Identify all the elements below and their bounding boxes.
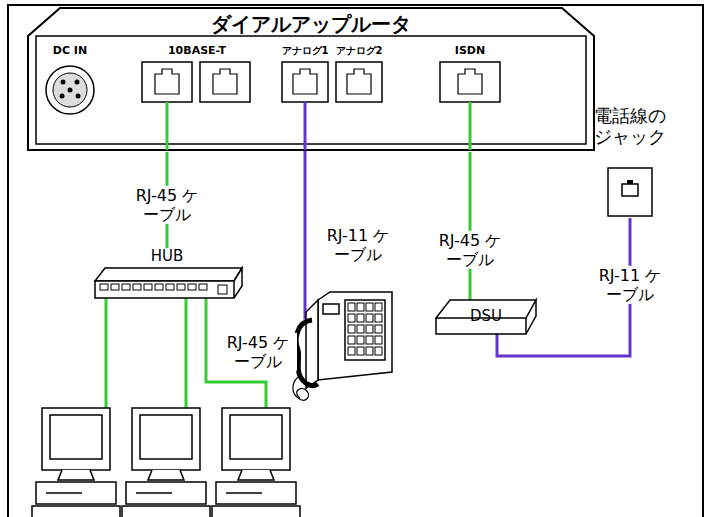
node-label: DSU [470,308,502,325]
frame [8,5,703,517]
port-label: 10BASE-T [147,44,247,57]
phone-wire [305,150,318,318]
node-label: HUB [151,248,184,265]
port-label: DC IN [30,44,110,57]
wall-jack: 電話線の ジャック [586,106,674,218]
hub-box: HUB [88,248,246,300]
cable [469,152,472,300]
router-box: ダイアルアップルータ [28,8,594,152]
port-label: アナログ2 [331,45,387,57]
cable-label: RJ-45 ケーブル [431,231,509,269]
telephone [293,292,392,400]
node-label: 電話線の ジャック [590,106,670,147]
port-label: ISDN [440,44,500,57]
computers [32,408,300,517]
node-label: ダイアルアップルータ [211,13,411,36]
cable-label: RJ-45 ケーブル [219,333,297,371]
cable-label: RJ-11 ケーブル [319,226,397,264]
cable-label: RJ-11 ケーブル [591,266,669,304]
dsu-box: DSU [436,300,536,334]
cable-label: RJ-45 ケーブル [128,186,206,224]
port-label: アナログ1 [277,45,333,57]
